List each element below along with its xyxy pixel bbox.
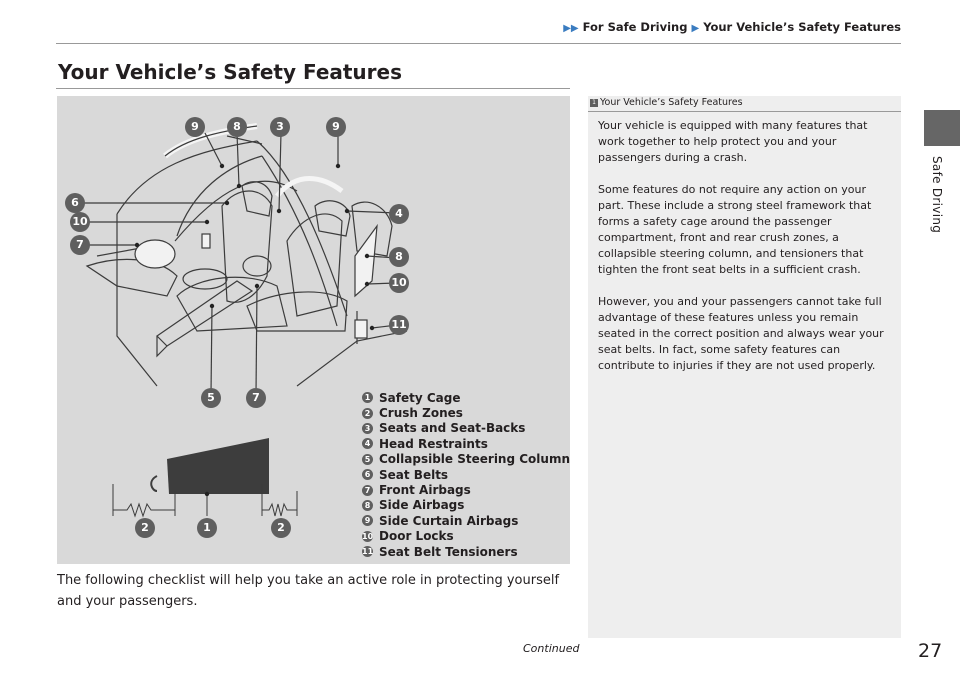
callout-badge: 7 <box>70 235 90 255</box>
breadcrumb-arrow-icon: ▶ <box>691 23 699 34</box>
callout-badge: 9 <box>185 117 205 137</box>
breadcrumb-current[interactable]: Your Vehicle’s Safety Features <box>703 20 901 34</box>
legend-label: Seat Belt Tensioners <box>379 545 518 559</box>
sidebar-divider <box>588 111 901 112</box>
legend-label: Seat Belts <box>379 468 448 482</box>
callout-badge: 8 <box>227 117 247 137</box>
figure-legend: 1 Safety Cage 2 Crush Zones 3 Seats and Sea… <box>362 390 570 559</box>
title-divider <box>56 88 570 89</box>
breadcrumb-item[interactable]: For Safe Driving <box>583 20 688 34</box>
legend-item: 4 Head Restraints <box>362 436 570 451</box>
legend-item: 6 Seat Belts <box>362 467 570 482</box>
legend-item: 11 Seat Belt Tensioners <box>362 544 570 559</box>
legend-item: 10 Door Locks <box>362 529 570 544</box>
legend-number: 8 <box>362 500 373 511</box>
legend-number: 1 <box>362 392 373 403</box>
callout-badge: 8 <box>389 247 409 267</box>
legend-label: Side Airbags <box>379 498 464 512</box>
legend-label: Front Airbags <box>379 483 471 497</box>
legend-number: 4 <box>362 438 373 449</box>
legend-label: Crush Zones <box>379 406 463 420</box>
page-title: Your Vehicle’s Safety Features <box>58 60 402 84</box>
legend-item: 1 Safety Cage <box>362 390 570 405</box>
callout-badge: 9 <box>326 117 346 137</box>
safety-features-figure: 9 8 3 9 6 10 7 4 8 10 11 5 7 2 1 2 1 Safe… <box>57 96 570 564</box>
legend-item: 3 Seats and Seat-Backs <box>362 421 570 436</box>
breadcrumb: ▶▶ For Safe Driving ▶ Your Vehicle’s Saf… <box>563 20 901 34</box>
sidebar-header-text: Your Vehicle’s Safety Features <box>600 97 743 108</box>
legend-item: 8 Side Airbags <box>362 498 570 513</box>
callout-badge: 1 <box>197 518 217 538</box>
sidebar-paragraph: However, you and your passengers cannot … <box>598 294 894 374</box>
page-number: 27 <box>918 640 942 662</box>
legend-label: Side Curtain Airbags <box>379 514 518 528</box>
continued-label: Continued <box>523 642 579 655</box>
legend-item: 2 Crush Zones <box>362 405 570 420</box>
legend-number: 11 <box>362 546 373 557</box>
callout-badge: 11 <box>389 315 409 335</box>
callout-badge: 2 <box>271 518 291 538</box>
callout-badge: 10 <box>389 273 409 293</box>
legend-label: Safety Cage <box>379 391 460 405</box>
legend-label: Head Restraints <box>379 437 488 451</box>
sidebar-paragraph: Some features do not require any action … <box>598 182 894 278</box>
sidebar-paragraph: Your vehicle is equipped with many featu… <box>598 118 894 166</box>
section-tab[interactable] <box>924 110 960 146</box>
callout-badge: 10 <box>70 212 90 232</box>
callout-badge: 7 <box>246 388 266 408</box>
callout-badge: 2 <box>135 518 155 538</box>
legend-item: 7 Front Airbags <box>362 482 570 497</box>
callout-badge: 5 <box>201 388 221 408</box>
breadcrumb-arrow-icon: ▶▶ <box>563 23 578 34</box>
callout-badge: 4 <box>389 204 409 224</box>
checklist-intro-text: The following checklist will help you ta… <box>57 570 572 612</box>
callout-badge: 6 <box>65 193 85 213</box>
legend-number: 6 <box>362 469 373 480</box>
legend-number: 10 <box>362 531 373 542</box>
legend-number: 5 <box>362 454 373 465</box>
sidebar-marker: 1 <box>590 99 598 107</box>
safety-cage-shape <box>167 438 269 494</box>
legend-number: 2 <box>362 408 373 419</box>
legend-label: Collapsible Steering Column <box>379 452 570 466</box>
legend-number: 7 <box>362 485 373 496</box>
legend-number: 9 <box>362 515 373 526</box>
legend-number: 3 <box>362 423 373 434</box>
legend-item: 9 Side Curtain Airbags <box>362 513 570 528</box>
legend-label: Seats and Seat-Backs <box>379 421 525 435</box>
callout-badge: 3 <box>270 117 290 137</box>
legend-label: Door Locks <box>379 529 454 543</box>
section-tab-label: Safe Driving <box>930 156 944 233</box>
legend-item: 5 Collapsible Steering Column <box>362 452 570 467</box>
header-divider <box>56 43 901 44</box>
